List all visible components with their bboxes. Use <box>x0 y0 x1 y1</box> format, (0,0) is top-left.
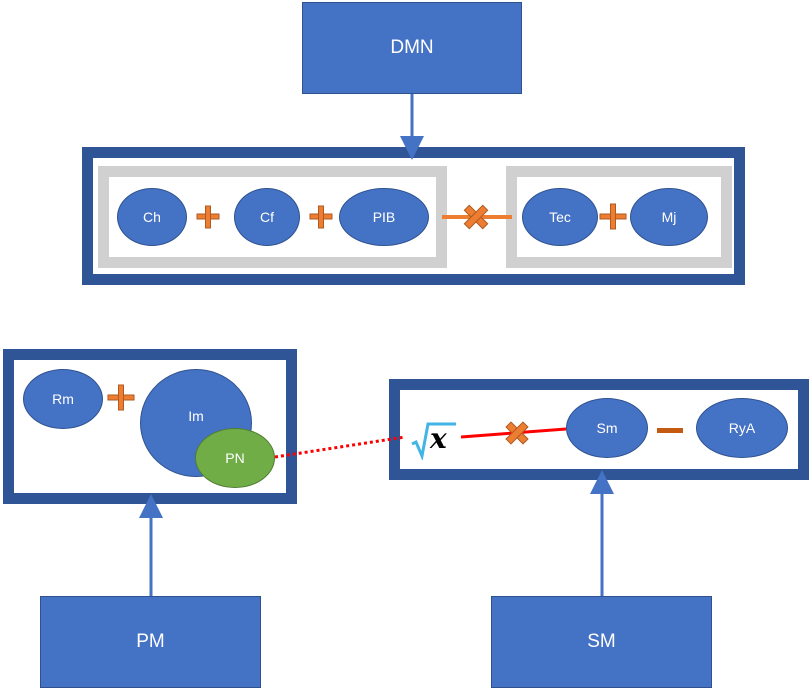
node-pn-label: PN <box>225 450 245 466</box>
node-cf[interactable]: Cf <box>234 188 300 246</box>
node-sm[interactable]: Sm <box>566 398 648 458</box>
node-rya[interactable]: RyA <box>696 398 788 458</box>
pm-label: PM <box>136 631 165 652</box>
sqrt-variable: x <box>430 422 447 455</box>
pm-box[interactable]: PM <box>40 596 261 688</box>
node-tec[interactable]: Tec <box>522 188 598 246</box>
node-ch[interactable]: Ch <box>117 188 187 246</box>
node-mj[interactable]: Mj <box>630 188 708 246</box>
node-tec-label: Tec <box>549 209 571 225</box>
node-ch-label: Ch <box>143 209 161 225</box>
node-mj-label: Mj <box>661 209 677 225</box>
node-pn[interactable]: PN <box>195 428 275 488</box>
node-sm-label: Sm <box>596 420 618 436</box>
dmn-box[interactable]: DMN <box>302 2 522 94</box>
sm-box[interactable]: SM <box>491 596 712 688</box>
node-rm-label: Rm <box>52 391 74 407</box>
sm-label: SM <box>587 631 616 652</box>
sqrt-x-icon: x <box>410 420 458 462</box>
dmn-label: DMN <box>390 37 434 58</box>
node-cf-label: Cf <box>260 209 274 225</box>
node-rya-label: RyA <box>728 420 756 436</box>
node-rm[interactable]: Rm <box>23 369 103 429</box>
node-pib[interactable]: PIB <box>339 188 429 246</box>
node-pib-label: PIB <box>372 209 396 225</box>
node-im-label: Im <box>188 408 204 424</box>
